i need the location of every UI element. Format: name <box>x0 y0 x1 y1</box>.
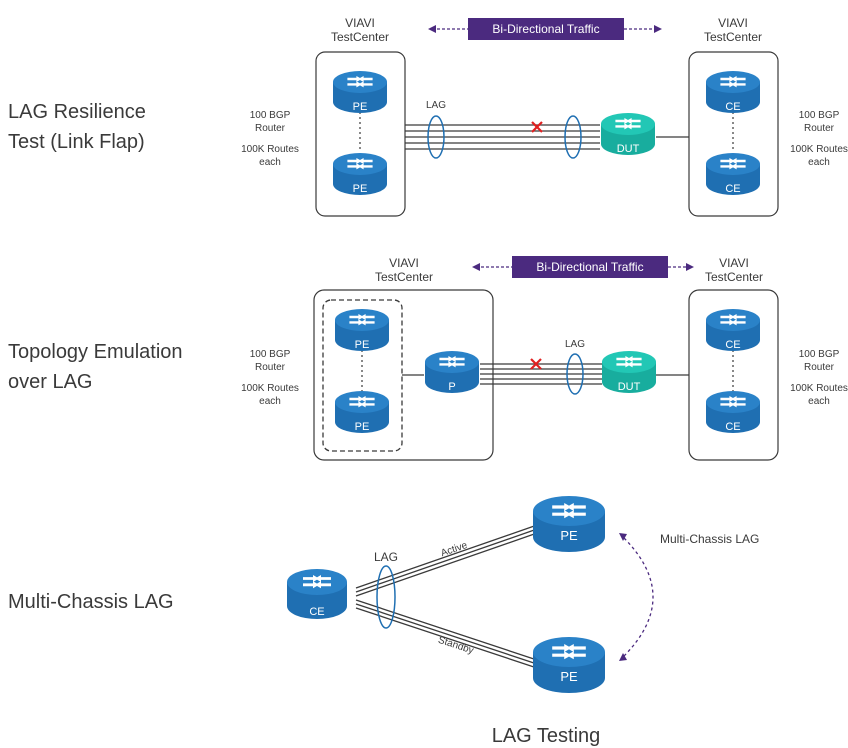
s3-active-label: Active <box>440 540 470 559</box>
section2-title-line2: over LAG <box>8 371 92 393</box>
s2-pe-router-top: PE <box>335 309 389 351</box>
s2-right-note-2: Router <box>804 362 835 373</box>
s1-right-tc-line2: TestCenter <box>704 30 762 44</box>
s2-right-note-4: each <box>808 396 830 407</box>
s1-link-failure-x <box>531 121 543 133</box>
s1-right-tc-line1: VIAVI <box>718 16 748 30</box>
s1-banner-label: Bi-Directional Traffic <box>492 22 599 36</box>
s1-right-note-1: 100 BGP <box>799 110 840 121</box>
s2-left-tc-line2: TestCenter <box>375 270 433 284</box>
s2-left-note-4: each <box>259 396 281 407</box>
s2-ce-router-bottom: CE <box>706 391 760 433</box>
s2-ce-top-label: CE <box>725 339 740 351</box>
s3-mc-label: Multi-Chassis LAG <box>660 532 759 546</box>
s2-pe-bottom-label: PE <box>355 421 370 433</box>
s2-ce-router-top: CE <box>706 309 760 351</box>
s1-lag-ellipse-left <box>427 115 445 159</box>
s2-banner-arrowhead-right <box>686 263 694 271</box>
s3-pe-bottom-label: PE <box>560 669 578 684</box>
s1-left-note-2: Router <box>255 123 286 134</box>
s3-mc-dotted-arc <box>623 537 654 657</box>
s2-pe-top-label: PE <box>355 339 370 351</box>
s1-right-testcenter-box <box>688 51 779 217</box>
s1-banner-arrowhead-left <box>428 25 436 33</box>
section2-title-line1: Topology Emulation <box>8 341 183 363</box>
s1-right-note-2: Router <box>804 123 835 134</box>
s1-traffic-banner <box>468 18 624 40</box>
s1-lag-links <box>405 124 600 150</box>
diagram-footer-title: LAG Testing <box>492 725 601 747</box>
s1-dut-label: DUT <box>617 143 640 155</box>
section1-title-line1: LAG Resilience <box>8 101 146 123</box>
s1-pe-bottom-label: PE <box>353 183 368 195</box>
s1-left-testcenter-box <box>315 51 406 217</box>
s2-pe-router-bottom: PE <box>335 391 389 433</box>
s1-right-note-3: 100K Routes <box>790 144 848 155</box>
s3-ce-label: CE <box>309 606 324 618</box>
s1-dut-router: DUT <box>601 113 655 155</box>
section-lag-resilience: LAG Resilience Test (Link Flap) VIAVI Te… <box>8 16 848 217</box>
s3-lag-ellipse <box>376 565 396 629</box>
s1-pe-router-bottom: PE <box>333 153 387 195</box>
s1-lag-ellipse-right <box>564 115 582 159</box>
s2-link-failure-x <box>530 358 542 370</box>
s2-ce-bottom-label: CE <box>725 421 740 433</box>
s2-dut-label: DUT <box>618 381 641 393</box>
s2-dut-router: DUT <box>602 351 656 393</box>
s2-lag-ellipse <box>566 353 584 395</box>
s2-p-router: P <box>425 351 479 393</box>
s3-pe-top-label: PE <box>560 528 578 543</box>
s2-banner-label: Bi-Directional Traffic <box>536 260 643 274</box>
s1-pe-top-label: PE <box>353 101 368 113</box>
s1-left-note-4: each <box>259 157 281 168</box>
s3-mc-arrowhead-top <box>619 533 627 541</box>
s3-pe-router-top: PE <box>533 496 605 552</box>
s1-lag-label: LAG <box>426 100 446 111</box>
s3-lag-label: LAG <box>374 550 398 564</box>
s2-lag-label: LAG <box>565 339 585 350</box>
s2-traffic-banner <box>512 256 668 278</box>
s2-left-note-1: 100 BGP <box>250 349 291 360</box>
s2-left-tc-line1: VIAVI <box>389 256 419 270</box>
s2-left-note-3: 100K Routes <box>241 383 299 394</box>
s3-active-links <box>355 523 541 597</box>
s2-right-tc-line2: TestCenter <box>705 270 763 284</box>
s1-left-note-3: 100K Routes <box>241 144 299 155</box>
s1-left-note-1: 100 BGP <box>250 110 291 121</box>
s1-banner-arrowhead-right <box>654 25 662 33</box>
s1-ce-router-bottom: CE <box>706 153 760 195</box>
section-multi-chassis-lag: Multi-Chassis LAG LAG Active Standby Mul… <box>8 496 759 693</box>
section3-title: Multi-Chassis LAG <box>8 591 174 613</box>
s2-left-testcenter-box <box>313 289 494 461</box>
s3-standby-links <box>355 599 541 670</box>
s1-left-tc-line2: TestCenter <box>331 30 389 44</box>
s2-right-note-3: 100K Routes <box>790 383 848 394</box>
section-topology-emulation: Topology Emulation over LAG VIAVI TestCe… <box>8 256 848 461</box>
s2-right-tc-line1: VIAVI <box>719 256 749 270</box>
section1-title-line2: Test (Link Flap) <box>8 131 145 153</box>
s1-ce-top-label: CE <box>725 101 740 113</box>
s1-ce-router-top: CE <box>706 71 760 113</box>
s2-banner-arrowhead-left <box>472 263 480 271</box>
s2-p-label: P <box>448 381 455 393</box>
s1-ce-bottom-label: CE <box>725 183 740 195</box>
s3-pe-router-bottom: PE <box>533 637 605 693</box>
s2-left-note-2: Router <box>255 362 286 373</box>
s3-mc-arrowhead-bottom <box>619 653 627 661</box>
s1-pe-router-top: PE <box>333 71 387 113</box>
s1-left-tc-line1: VIAVI <box>345 16 375 30</box>
s2-right-note-1: 100 BGP <box>799 349 840 360</box>
s3-ce-router: CE <box>287 569 347 619</box>
s1-right-note-4: each <box>808 157 830 168</box>
